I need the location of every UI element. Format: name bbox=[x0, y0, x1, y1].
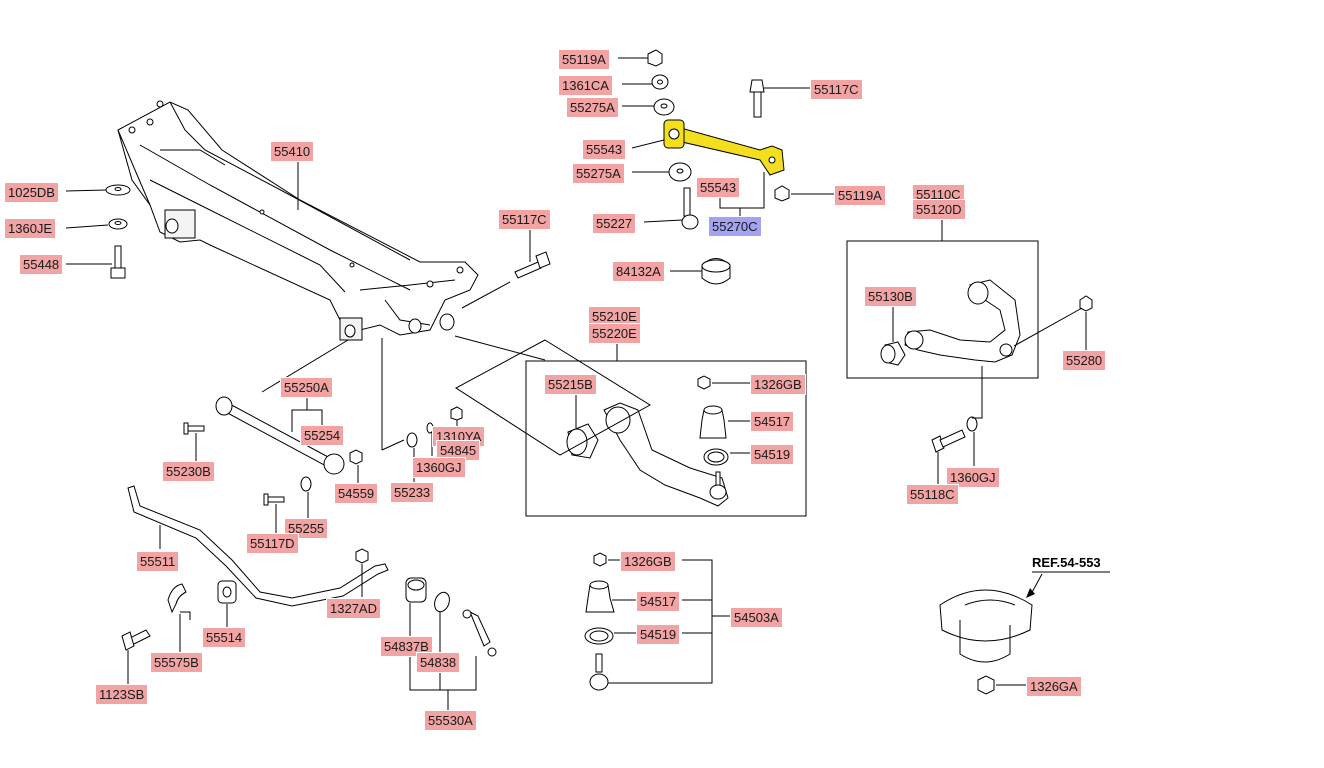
bushing-55130b[interactable] bbox=[880, 341, 906, 366]
ring-54519-top[interactable] bbox=[703, 448, 729, 466]
washer-1025db[interactable] bbox=[105, 184, 131, 196]
label-54837b[interactable]: 54837B bbox=[380, 636, 433, 657]
bolt-55118c[interactable] bbox=[931, 429, 966, 453]
rod-55250a[interactable] bbox=[215, 396, 345, 475]
label-55280[interactable]: 55280 bbox=[1062, 350, 1107, 371]
reference-label[interactable]: REF.54-553 bbox=[1032, 555, 1101, 570]
label-55117d[interactable]: 55117D bbox=[246, 533, 299, 554]
label-84132a[interactable]: 84132A bbox=[612, 261, 665, 282]
bushing-55215b[interactable] bbox=[566, 423, 599, 459]
washer-55255[interactable] bbox=[300, 476, 312, 492]
label-55448[interactable]: 55448 bbox=[19, 254, 64, 275]
label-55220e[interactable]: 55220E bbox=[588, 323, 641, 344]
label-1360je[interactable]: 1360JE bbox=[4, 218, 57, 239]
washer-1360je[interactable] bbox=[108, 218, 128, 230]
boot-54517-bot[interactable] bbox=[585, 580, 615, 613]
bolt-55117c-mid[interactable] bbox=[514, 251, 551, 279]
arm-55270c-highlighted[interactable] bbox=[663, 119, 785, 176]
washer-1361ca[interactable] bbox=[651, 74, 669, 90]
bolt-55230b[interactable] bbox=[183, 422, 205, 435]
bolt-55227[interactable] bbox=[681, 187, 699, 230]
nut-1326gb-bot[interactable] bbox=[593, 552, 607, 567]
nut-55280[interactable] bbox=[1079, 295, 1093, 312]
nut-54559[interactable] bbox=[349, 449, 363, 465]
nut-55119a-right[interactable] bbox=[774, 185, 790, 202]
label-55410[interactable]: 55410 bbox=[270, 141, 315, 162]
strut-mount-ref[interactable] bbox=[939, 589, 1033, 663]
label-55117c-top[interactable]: 55117C bbox=[810, 79, 863, 100]
boot-54517-top[interactable] bbox=[699, 405, 727, 439]
label-55511[interactable]: 55511 bbox=[136, 551, 180, 572]
bolt-1123sb[interactable] bbox=[121, 629, 151, 651]
bracket-55575b[interactable] bbox=[167, 583, 191, 620]
label-1326ga[interactable]: 1326GA bbox=[1026, 676, 1082, 697]
upper-arm-55110c[interactable] bbox=[904, 279, 1021, 363]
label-55275a-top[interactable]: 55275A bbox=[566, 97, 619, 118]
nut-1327ad[interactable] bbox=[355, 548, 369, 564]
label-54559[interactable]: 54559 bbox=[334, 483, 379, 504]
label-55120d[interactable]: 55120D bbox=[912, 199, 966, 220]
leader-lines bbox=[65, 57, 1110, 710]
label-1360gj-left[interactable]: 1360GJ bbox=[412, 457, 466, 478]
label-55530a[interactable]: 55530A bbox=[424, 710, 477, 731]
link-55530a[interactable] bbox=[462, 609, 497, 657]
cap-84132a[interactable] bbox=[701, 258, 731, 285]
label-55275a-mid[interactable]: 55275A bbox=[572, 163, 625, 184]
label-55230b[interactable]: 55230B bbox=[162, 461, 215, 482]
label-54517-bot[interactable]: 54517 bbox=[636, 591, 681, 612]
bushing-55275a-mid[interactable] bbox=[668, 162, 692, 182]
label-55250a[interactable]: 55250A bbox=[280, 377, 333, 398]
label-55543-mid[interactable]: 55543 bbox=[696, 177, 741, 198]
washer-55233[interactable] bbox=[406, 432, 418, 448]
bushing-55514[interactable] bbox=[217, 580, 237, 604]
stabilizer-bar-55511[interactable] bbox=[127, 485, 389, 607]
label-54838[interactable]: 54838 bbox=[416, 652, 461, 673]
label-55130b[interactable]: 55130B bbox=[864, 286, 917, 307]
nut-1326gb-top[interactable] bbox=[697, 375, 711, 390]
label-55215b[interactable]: 55215B bbox=[544, 374, 597, 395]
label-1360gj-right[interactable]: 1360GJ bbox=[946, 467, 1000, 488]
label-55117c-mid[interactable]: 55117C bbox=[498, 209, 551, 230]
label-1326gb-bot[interactable]: 1326GB bbox=[620, 551, 676, 572]
label-1025db[interactable]: 1025DB bbox=[4, 182, 59, 203]
label-54519-bot[interactable]: 54519 bbox=[636, 624, 681, 645]
nut-1326ga[interactable] bbox=[977, 675, 995, 695]
nut-1310ya[interactable] bbox=[450, 406, 463, 421]
ring-54519-bot[interactable] bbox=[584, 627, 614, 645]
label-1327ad[interactable]: 1327AD bbox=[326, 598, 381, 619]
crossmember[interactable] bbox=[117, 100, 479, 341]
label-55514[interactable]: 55514 bbox=[202, 627, 247, 648]
label-55254[interactable]: 55254 bbox=[300, 425, 345, 446]
label-54517-top[interactable]: 54517 bbox=[750, 411, 795, 432]
ball-joint-top[interactable] bbox=[709, 471, 727, 500]
bushing-54837b[interactable] bbox=[405, 577, 427, 603]
bushing-55275a-top[interactable] bbox=[653, 98, 675, 116]
label-54519-top[interactable]: 54519 bbox=[750, 444, 795, 465]
nut-55119a-top[interactable] bbox=[647, 49, 663, 67]
label-55227[interactable]: 55227 bbox=[592, 213, 637, 234]
lower-arm-box bbox=[525, 360, 807, 517]
label-1361ca[interactable]: 1361CA bbox=[558, 75, 613, 96]
label-55233[interactable]: 55233 bbox=[390, 482, 435, 503]
washer-1360gj-right[interactable] bbox=[966, 416, 978, 432]
label-55118c[interactable]: 55118C bbox=[906, 484, 959, 505]
bolt-55117c-top[interactable] bbox=[749, 79, 765, 118]
label-55575b[interactable]: 55575B bbox=[150, 652, 203, 673]
label-55210e[interactable]: 55210E bbox=[588, 306, 641, 327]
label-55119a-top[interactable]: 55119A bbox=[558, 49, 610, 70]
bolt-55117d[interactable] bbox=[263, 493, 285, 506]
label-54503a[interactable]: 54503A bbox=[730, 607, 783, 628]
label-55543-left[interactable]: 55543 bbox=[582, 139, 627, 160]
ball-joint-bot[interactable] bbox=[589, 653, 609, 691]
label-55270c-selected[interactable]: 55270C bbox=[708, 216, 762, 237]
bolt-55448[interactable] bbox=[110, 245, 126, 279]
label-1123sb[interactable]: 1123SB bbox=[95, 684, 149, 705]
label-1326gb-top[interactable]: 1326GB bbox=[750, 374, 806, 395]
ring-54838[interactable] bbox=[432, 590, 452, 614]
label-55119a-right[interactable]: 55119A bbox=[834, 185, 886, 206]
